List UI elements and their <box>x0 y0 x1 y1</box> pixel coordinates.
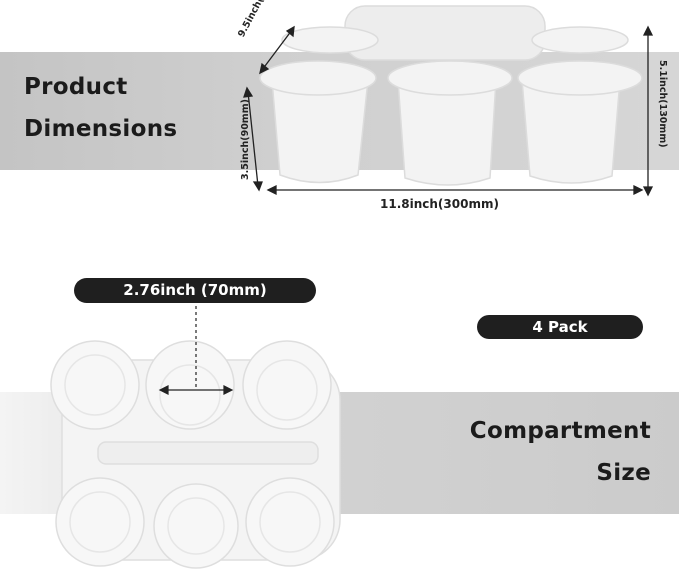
lid-right <box>517 60 643 96</box>
compartment-size-heading-line1: Compartment <box>469 418 651 444</box>
caddy-side-view <box>259 5 643 186</box>
cup-middle <box>397 79 497 186</box>
compartment-5 <box>153 483 239 569</box>
lid-middle <box>387 60 513 96</box>
caddy-handle <box>344 5 546 61</box>
compartment-3 <box>242 340 332 430</box>
cup-left <box>271 79 369 184</box>
compartment-6 <box>245 477 335 567</box>
product-dimensions-heading-line2: Dimensions <box>24 116 178 142</box>
compartment-measure <box>158 306 234 395</box>
product-dimensions-heading-line1: Product <box>24 74 128 100</box>
compartment-4 <box>55 477 145 567</box>
pack-count-badge: 4 Pack <box>477 315 643 339</box>
depth-arrow <box>261 29 293 71</box>
total-height-label: 5.1inch(130mm) <box>657 60 668 148</box>
width-label: 11.8inch(300mm) <box>380 197 499 211</box>
compartment-size-heading-line2: Size <box>596 460 651 486</box>
lid-left <box>259 60 377 96</box>
compartment-width-badge: 2.76inch (70mm) <box>74 278 316 303</box>
caddy-top-view <box>50 340 341 569</box>
cup-right <box>521 79 621 184</box>
dimension-arrows <box>243 25 654 197</box>
compartment-1 <box>50 340 140 430</box>
height-cup-arrow <box>247 91 259 187</box>
handle-bar <box>97 441 319 465</box>
cup-height-label: 3.5inch(90mm) <box>240 99 251 180</box>
compartment-2 <box>145 340 235 430</box>
